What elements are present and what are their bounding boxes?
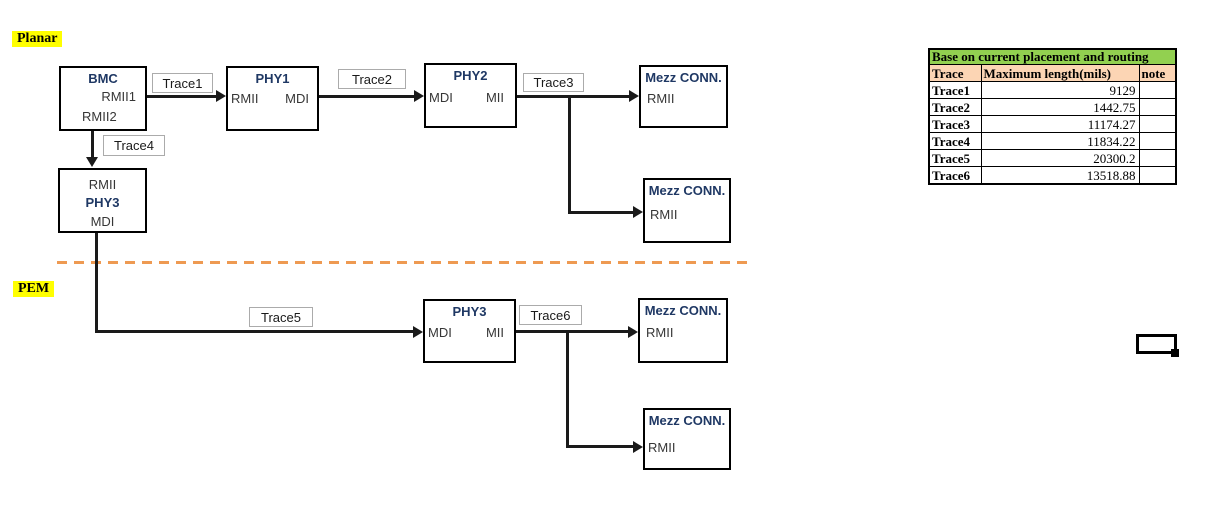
mezz-conn-1-port-rmii: RMII (647, 91, 675, 106)
phy3-pem-title: PHY3 (452, 304, 487, 319)
table-row: Trace4 11834.22 (928, 132, 1177, 150)
length-value-cell: 1442.75 (980, 98, 1140, 116)
mezz-conn-3-port-rmii: RMII (646, 325, 674, 340)
arrowhead-right-icon (633, 206, 643, 218)
arrowhead-right-icon (629, 90, 639, 102)
phy3-pem-port-mdi: MDI (428, 325, 452, 340)
note-cell (1138, 166, 1177, 185)
mezz-conn-2-port-rmii: RMII (650, 207, 678, 222)
trace-name-cell: Trace4 (928, 132, 982, 150)
phy1-port-mdi: MDI (285, 91, 309, 106)
pem-section-label: PEM (13, 281, 55, 297)
note-cell (1138, 149, 1177, 167)
phy2-port-mdi: MDI (429, 90, 453, 105)
connector-trace6 (516, 330, 628, 333)
column-header-trace: Trace (928, 64, 982, 82)
phy2-title: PHY2 (453, 68, 488, 83)
length-value-cell: 11834.22 (980, 132, 1140, 150)
phy3-planar-port-mdi: MDI (90, 214, 115, 229)
mezz-conn-4-title: Mezz CONN. (648, 413, 726, 428)
table-header-row: Trace Maximum length(mils) note (928, 64, 1177, 82)
connector-trace6-branch (566, 445, 633, 448)
arrowhead-right-icon (216, 90, 226, 102)
mezz-conn-4-port-rmii: RMII (648, 440, 676, 455)
trace2-label: Trace2 (338, 69, 406, 89)
length-value-cell: 11174.27 (980, 115, 1140, 133)
trace4-label: Trace4 (103, 135, 165, 156)
mezz-conn-node-4: Mezz CONN. RMII (643, 408, 731, 470)
table-title: Base on current placement and routing (928, 48, 1177, 65)
mezz-conn-node-1: Mezz CONN. RMII (639, 65, 728, 128)
column-header-max-length: Maximum length(mils) (980, 64, 1140, 82)
arrowhead-right-icon (414, 90, 424, 102)
arrowhead-down-icon (86, 157, 98, 167)
connector-trace3-branch (568, 95, 571, 214)
mezz-conn-2-title: Mezz CONN. (648, 183, 726, 198)
trace1-label: Trace1 (152, 73, 213, 93)
resize-handle[interactable] (1171, 349, 1179, 357)
phy3-pem-port-mii: MII (485, 325, 504, 340)
phy3-planar-title: PHY3 (85, 195, 120, 210)
phy3-pem-node: PHY3 MDI MII (423, 299, 516, 363)
bmc-node: BMC RMII1 RMII2 (59, 66, 147, 131)
phy1-title: PHY1 (255, 71, 290, 86)
phy1-node: PHY1 RMII MDI (226, 66, 319, 131)
phy3-planar-port-rmii: RMII (88, 177, 117, 192)
table-title-row: Base on current placement and routing (928, 48, 1177, 65)
length-value-cell: 13518.88 (980, 166, 1140, 185)
phy2-node: PHY2 MDI MII (424, 63, 517, 128)
length-value-cell: 9129 (980, 81, 1140, 99)
note-cell (1138, 98, 1177, 116)
connector-trace2 (319, 95, 415, 98)
trace-name-cell: Trace6 (928, 166, 982, 185)
trace3-label: Trace3 (523, 73, 584, 92)
length-value-cell: 20300.2 (980, 149, 1140, 167)
table-row: Trace1 9129 (928, 81, 1177, 99)
connector-trace3-branch (568, 211, 633, 214)
trace-name-cell: Trace5 (928, 149, 982, 167)
trace6-label: Trace6 (519, 305, 582, 325)
connector-trace3 (517, 95, 629, 98)
arrowhead-right-icon (633, 441, 643, 453)
bmc-port-rmii2: RMII2 (82, 109, 117, 124)
mezz-conn-3-title: Mezz CONN. (644, 303, 722, 318)
table-row: Trace2 1442.75 (928, 98, 1177, 116)
mezz-conn-node-2: Mezz CONN. RMII (643, 178, 731, 243)
bmc-port-rmii1: RMII1 (101, 89, 136, 104)
connector-trace5 (95, 330, 413, 333)
empty-shape-rect[interactable] (1136, 334, 1177, 354)
connector-trace6-branch (566, 330, 569, 448)
planar-section-label: Planar (12, 31, 63, 47)
connector-trace5 (95, 233, 98, 333)
column-header-note: note (1138, 64, 1177, 82)
trace-name-cell: Trace3 (928, 115, 982, 133)
trace5-label: Trace5 (249, 307, 313, 327)
connector-trace4 (91, 131, 94, 158)
note-cell (1138, 132, 1177, 150)
arrowhead-right-icon (628, 326, 638, 338)
mezz-conn-node-3: Mezz CONN. RMII (638, 298, 728, 363)
trace-length-table: Base on current placement and routing Tr… (928, 48, 1177, 185)
section-divider-dashed-line (57, 261, 753, 264)
table-row: Trace6 13518.88 (928, 166, 1177, 185)
arrowhead-right-icon (413, 326, 423, 338)
phy2-port-mii: MII (485, 90, 504, 105)
note-cell (1138, 115, 1177, 133)
mezz-conn-1-title: Mezz CONN. (645, 70, 722, 85)
table-row: Trace3 11174.27 (928, 115, 1177, 133)
bmc-title: BMC (88, 71, 118, 86)
trace-name-cell: Trace1 (928, 81, 982, 99)
note-cell (1138, 81, 1177, 99)
trace-name-cell: Trace2 (928, 98, 982, 116)
phy3-planar-node: RMII PHY3 MDI (58, 168, 147, 233)
connector-trace1 (147, 95, 217, 98)
table-row: Trace5 20300.2 (928, 149, 1177, 167)
phy1-port-rmii: RMII (231, 91, 259, 106)
